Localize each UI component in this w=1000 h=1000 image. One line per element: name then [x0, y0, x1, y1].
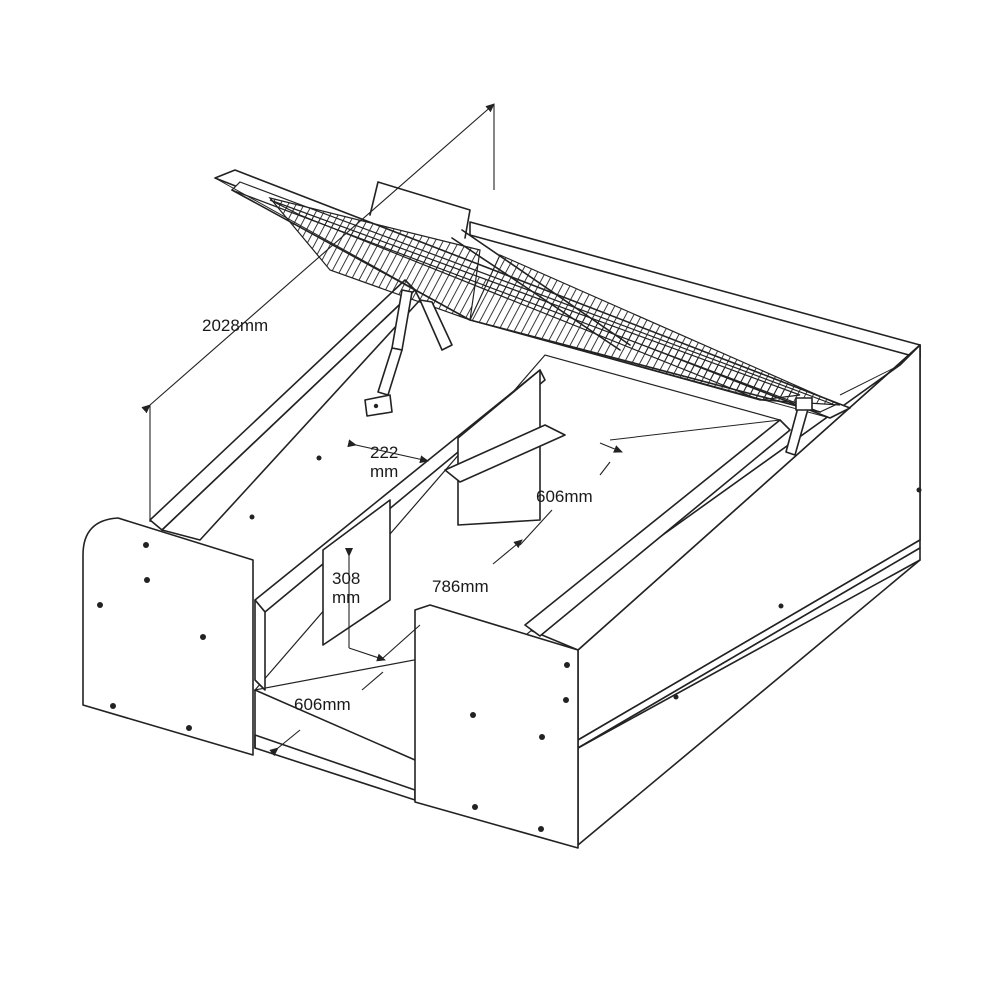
side-rail-holes: [249, 455, 922, 700]
label-drawer-depth-rear: 606mm: [536, 487, 593, 506]
label-drawer-height-value: 308: [332, 569, 360, 588]
dimension-labels: 2028mm 222 mm 606mm 786mm 308 mm 606mm: [202, 316, 593, 714]
gas-strut-right: [785, 397, 813, 456]
label-drawer-height-unit: mm: [332, 588, 360, 607]
right-foot-panel: [414, 604, 579, 849]
label-length: 2028mm: [202, 316, 268, 335]
left-foot-panel: [82, 517, 254, 756]
label-inner-width-value: 222: [370, 443, 398, 462]
label-inner-width-unit: mm: [370, 462, 398, 481]
label-drawer-depth-front: 606mm: [294, 695, 351, 714]
label-drawer-width: 786mm: [432, 577, 489, 596]
dimension-lines: [141, 103, 623, 757]
